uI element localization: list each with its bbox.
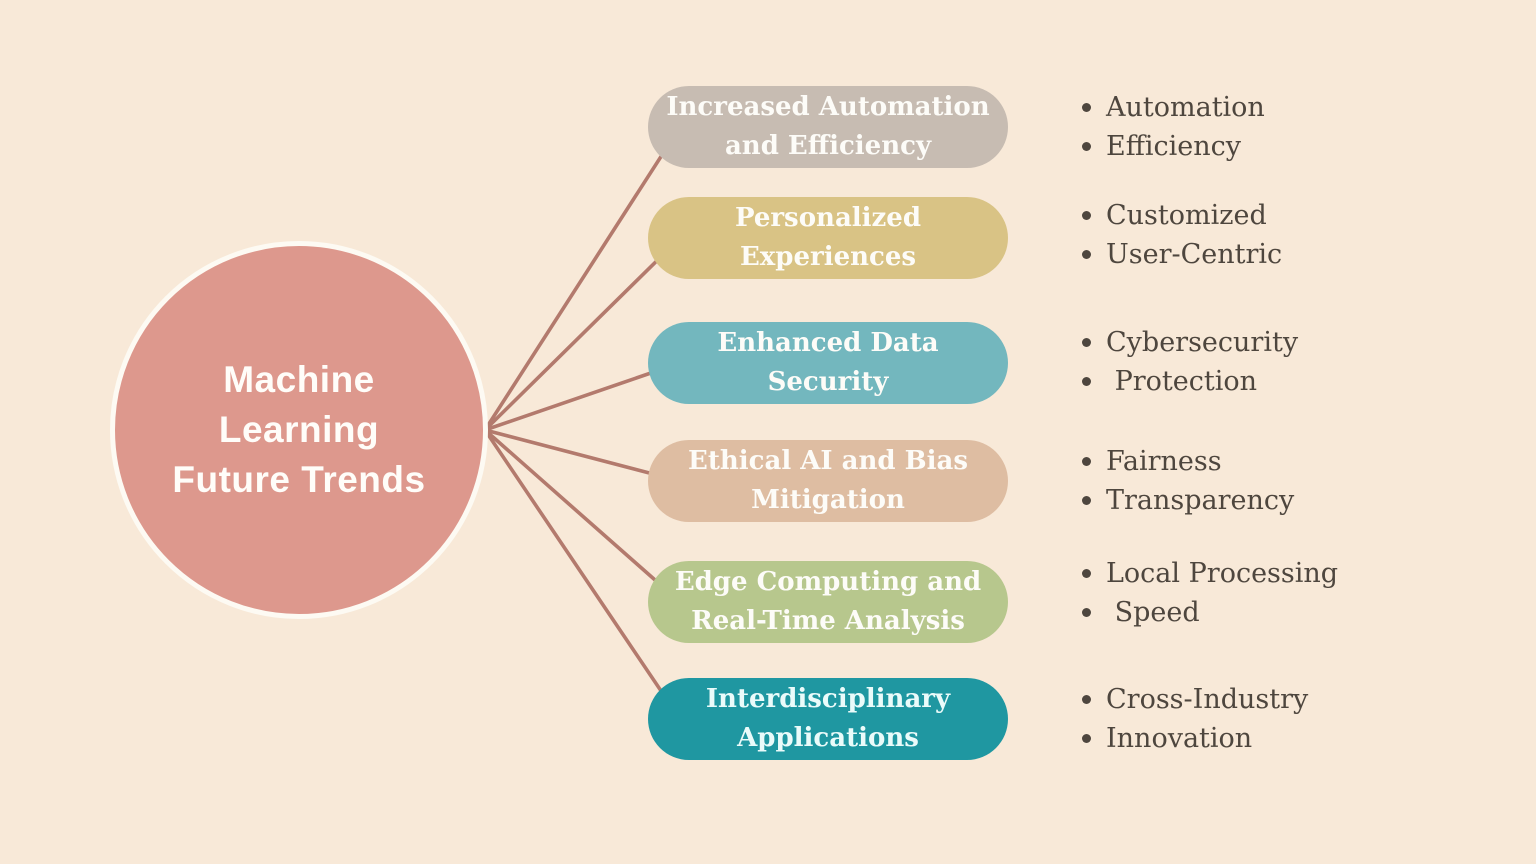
branch-node-personalized-experiences: Personalized Experiences bbox=[648, 197, 1008, 279]
branch-label: Interdisciplinary Applications bbox=[705, 684, 951, 753]
bullet-dot bbox=[1082, 250, 1091, 259]
bullet-text: Local Processing bbox=[1106, 558, 1339, 589]
bullet-dot bbox=[1082, 103, 1091, 112]
branch-bullets-personalized-experiences: Customized User-Centric bbox=[1082, 196, 1282, 274]
connector-line-2 bbox=[483, 236, 682, 432]
connector-line-5 bbox=[483, 428, 682, 604]
bullet-item: Cybersecurity bbox=[1082, 323, 1298, 362]
bullet-item: Cross-Industry bbox=[1082, 680, 1308, 719]
bullet-text: Cross-Industry bbox=[1106, 684, 1309, 715]
bullet-item: Fairness bbox=[1082, 442, 1294, 481]
branch-label: Edge Computing and Real-Time Analysis bbox=[674, 567, 982, 636]
bullet-item: Innovation bbox=[1082, 719, 1308, 758]
bullet-dot bbox=[1082, 142, 1091, 151]
connector-line-1 bbox=[483, 125, 682, 432]
branch-bullets-increased-automation: Automation Efficiency bbox=[1082, 88, 1265, 166]
central-topic-node: Machine Learning Future Trends bbox=[110, 241, 488, 619]
branch-bullets-enhanced-data-security: Cybersecurity Protection bbox=[1082, 323, 1298, 401]
branch-node-interdisciplinary-applications: Interdisciplinary Applications bbox=[648, 678, 1008, 760]
bullet-text: Fairness bbox=[1106, 446, 1222, 477]
branch-node-ethical-ai: Ethical AI and Bias Mitigation bbox=[648, 440, 1008, 522]
bullet-dot bbox=[1082, 338, 1091, 347]
bullet-dot bbox=[1082, 211, 1091, 220]
bullet-dot bbox=[1082, 377, 1091, 386]
connector-line-4 bbox=[483, 428, 682, 483]
bullet-item: Automation bbox=[1082, 88, 1265, 127]
bullet-item: Local Processing bbox=[1082, 554, 1338, 593]
bullet-item: Speed bbox=[1082, 593, 1338, 632]
central-topic-label: Machine Learning Future Trends bbox=[172, 359, 426, 500]
bullet-dot bbox=[1082, 608, 1091, 617]
bullet-text: Cybersecurity bbox=[1106, 327, 1299, 358]
branch-label: Increased Automation and Efficiency bbox=[666, 92, 990, 161]
bullet-item: Customized bbox=[1082, 196, 1282, 235]
bullet-text: Transparency bbox=[1106, 485, 1295, 516]
connector-line-6 bbox=[483, 428, 682, 721]
branch-node-increased-automation: Increased Automation and Efficiency bbox=[648, 86, 1008, 168]
connector-line-3 bbox=[483, 361, 682, 432]
branch-label: Ethical AI and Bias Mitigation bbox=[688, 446, 968, 515]
bullet-text: Automation bbox=[1106, 92, 1265, 123]
bullet-text: Speed bbox=[1106, 597, 1200, 628]
bullet-text: User-Centric bbox=[1106, 239, 1283, 270]
branch-node-enhanced-data-security: Enhanced Data Security bbox=[648, 322, 1008, 404]
bullet-dot bbox=[1082, 496, 1091, 505]
bullet-dot bbox=[1082, 569, 1091, 578]
bullet-dot bbox=[1082, 734, 1091, 743]
bullet-dot bbox=[1082, 695, 1091, 704]
branch-bullets-interdisciplinary-applications: Cross-Industry Innovation bbox=[1082, 680, 1308, 758]
bullet-text: Innovation bbox=[1106, 723, 1253, 754]
branch-bullets-ethical-ai: Fairness Transparency bbox=[1082, 442, 1294, 520]
bullet-item: Efficiency bbox=[1082, 127, 1265, 166]
bullet-text: Protection bbox=[1106, 366, 1258, 397]
bullet-text: Efficiency bbox=[1106, 131, 1242, 162]
bullet-dot bbox=[1082, 457, 1091, 466]
bullet-item: User-Centric bbox=[1082, 235, 1282, 274]
bullet-item: Transparency bbox=[1082, 481, 1294, 520]
bullet-item: Protection bbox=[1082, 362, 1298, 401]
branch-node-edge-computing: Edge Computing and Real-Time Analysis bbox=[648, 561, 1008, 643]
branch-label: Personalized Experiences bbox=[734, 203, 922, 272]
branch-bullets-edge-computing: Local Processing Speed bbox=[1082, 554, 1338, 632]
bullet-text: Customized bbox=[1106, 200, 1267, 231]
branch-label: Enhanced Data Security bbox=[717, 328, 939, 397]
